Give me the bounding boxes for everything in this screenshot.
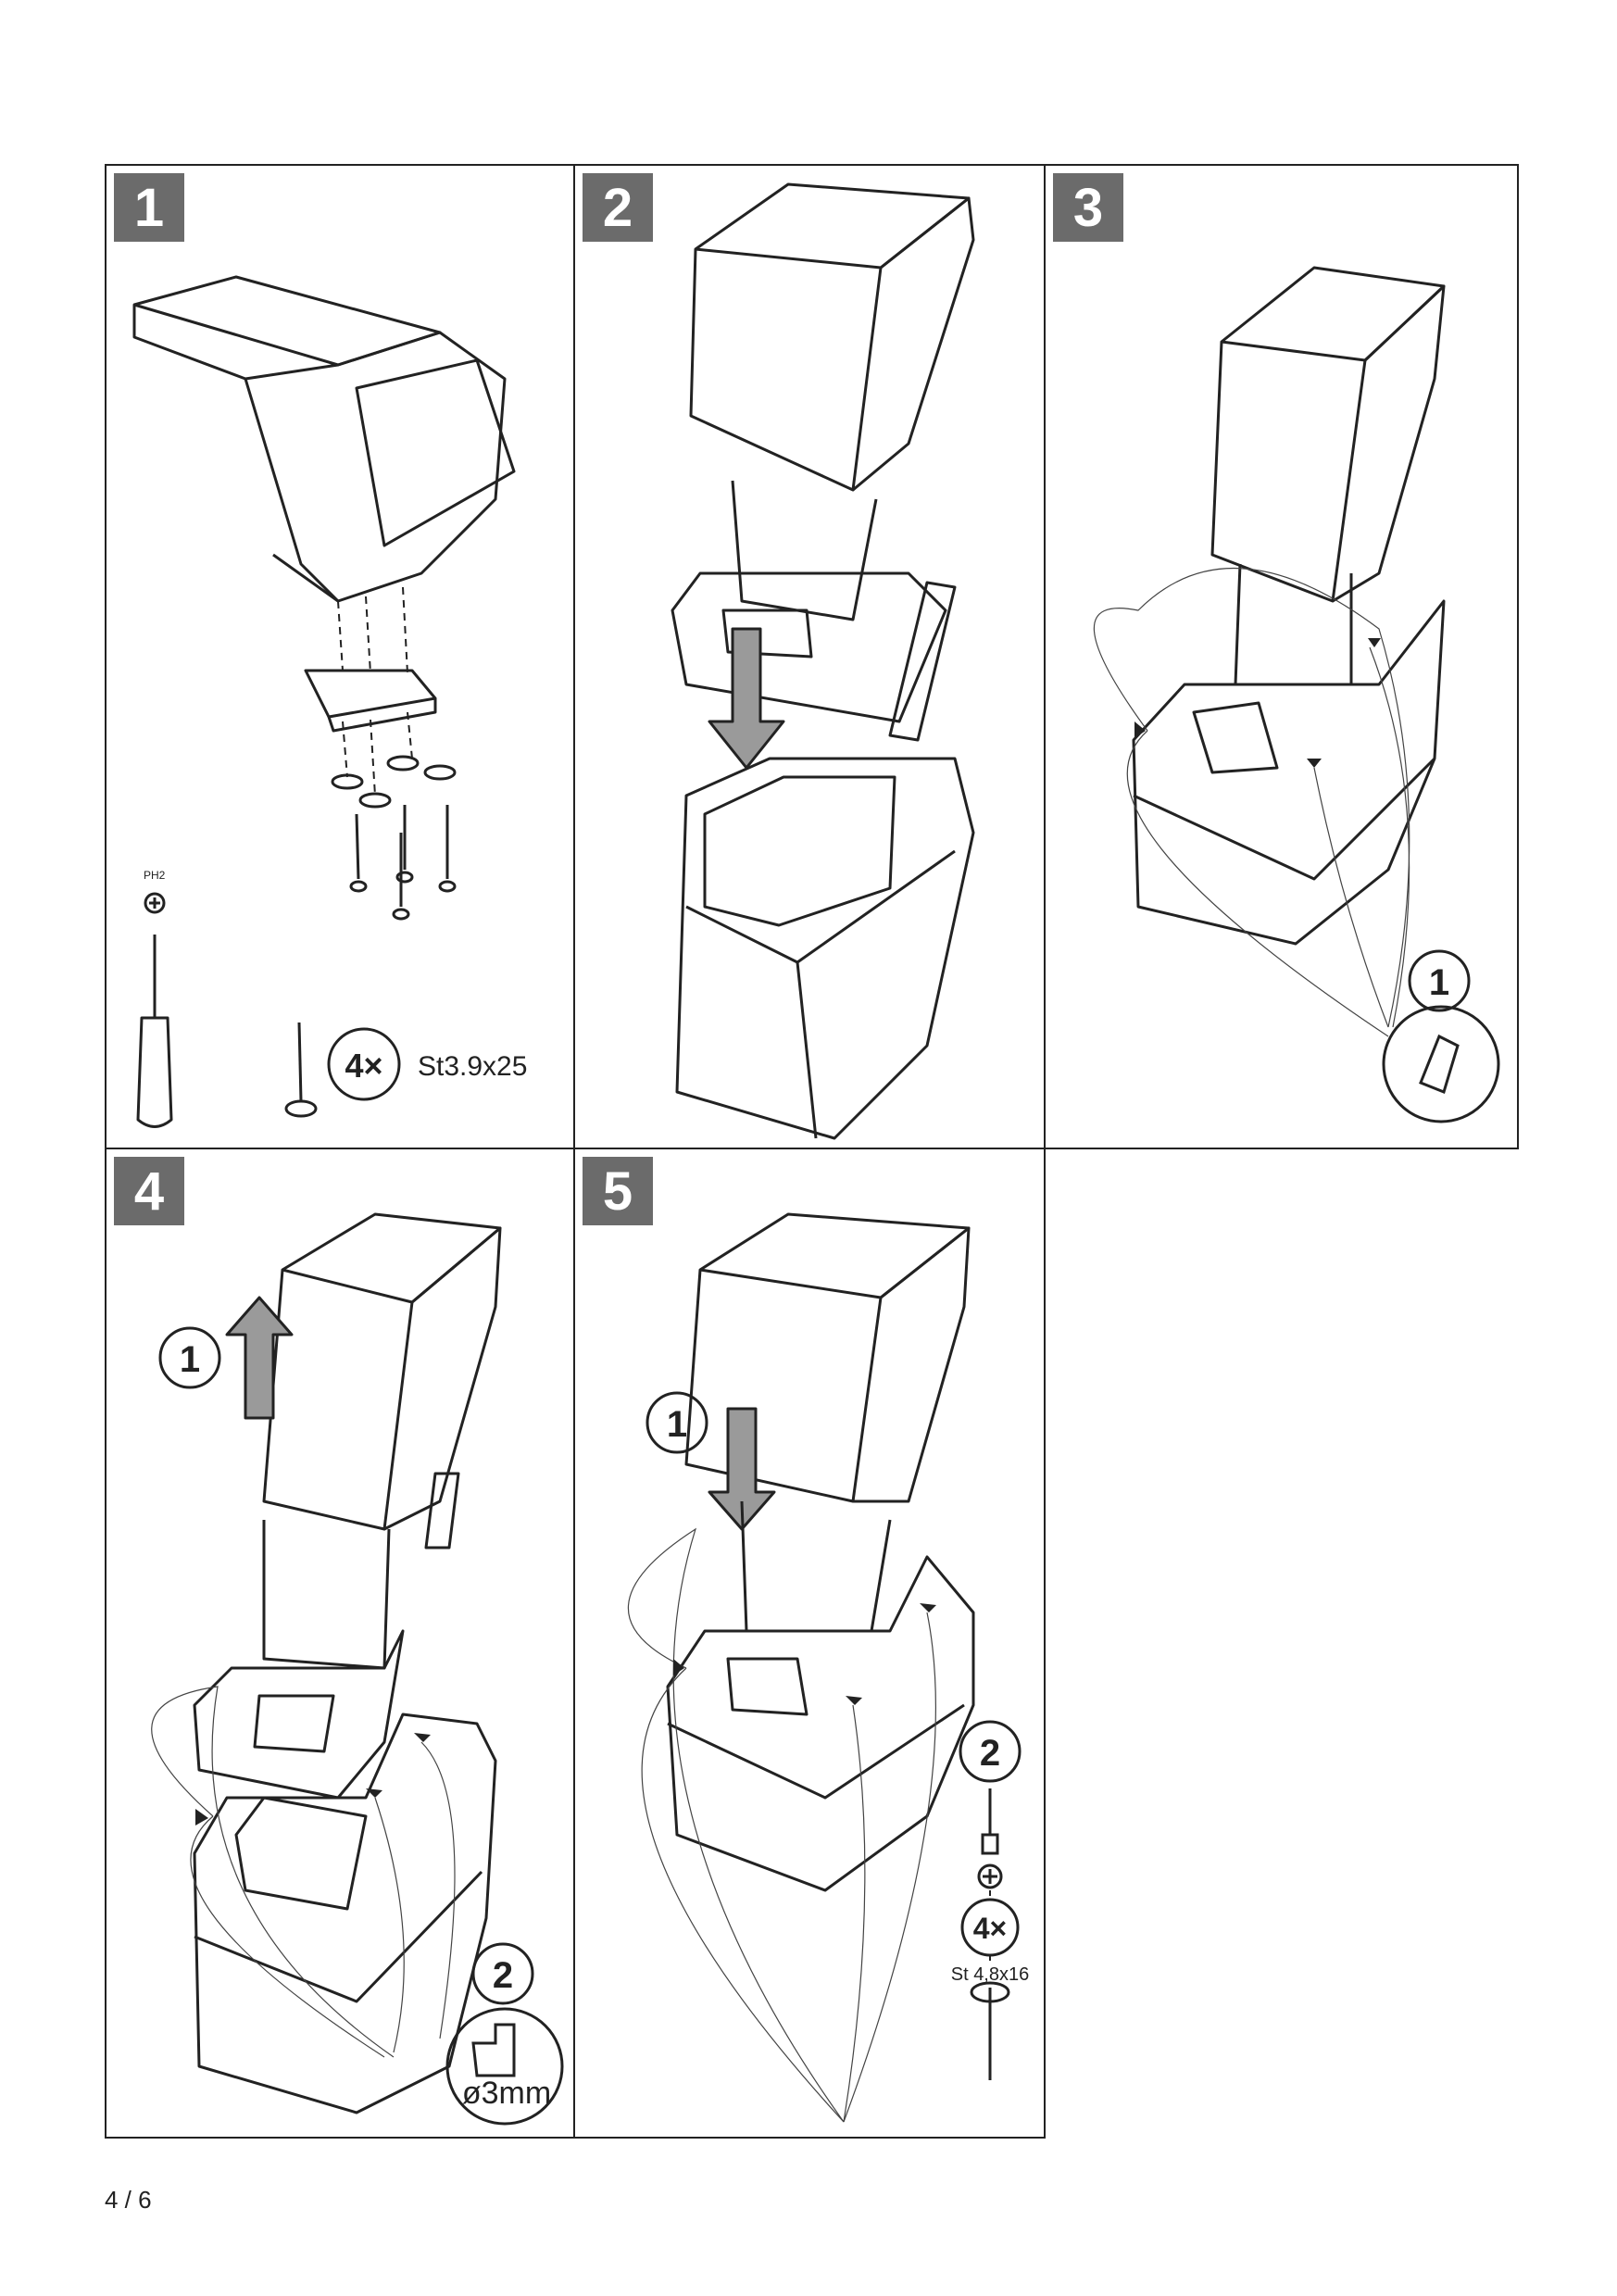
drill-size-label: ø3mm: [462, 2076, 551, 2111]
step-2-illustration: [671, 182, 975, 1140]
step-1-illustration: PH2 4× St3.9x25: [132, 275, 527, 1128]
step-number: 2: [583, 173, 653, 242]
step-2-panel: 2: [573, 164, 1046, 1149]
screw-spec-label: St 4,8x16: [951, 1964, 1030, 1985]
step-3-panel: 3 1: [1044, 164, 1519, 1149]
step-1-panel: 1: [105, 164, 575, 1149]
callout-1: 1: [1429, 962, 1449, 1003]
callout-1: 1: [667, 1404, 687, 1445]
callout-1: 1: [180, 1339, 200, 1380]
step-number: 1: [114, 173, 184, 242]
step-5-panel: 5: [573, 1148, 1046, 2139]
quantity-label: 4×: [973, 1912, 1007, 1945]
page-number: 4 / 6: [105, 2186, 152, 2214]
step-number: 5: [583, 1157, 653, 1225]
step-number: 3: [1053, 173, 1123, 242]
step-4-panel: 4: [105, 1148, 575, 2139]
step-number: 4: [114, 1157, 184, 1225]
tool-label: PH2: [144, 869, 166, 882]
step-5-illustration: 1 2 4× St 4,8x16: [627, 1212, 1030, 2123]
step-4-illustration: 1 2 ø3mm: [151, 1212, 564, 2126]
callout-2: 2: [493, 1955, 513, 1996]
screw-spec-label: St3.9x25: [418, 1051, 527, 1082]
callout-2: 2: [980, 1733, 1000, 1774]
step-3-illustration: 1: [1093, 266, 1500, 1123]
quantity-label: 4×: [345, 1047, 382, 1085]
